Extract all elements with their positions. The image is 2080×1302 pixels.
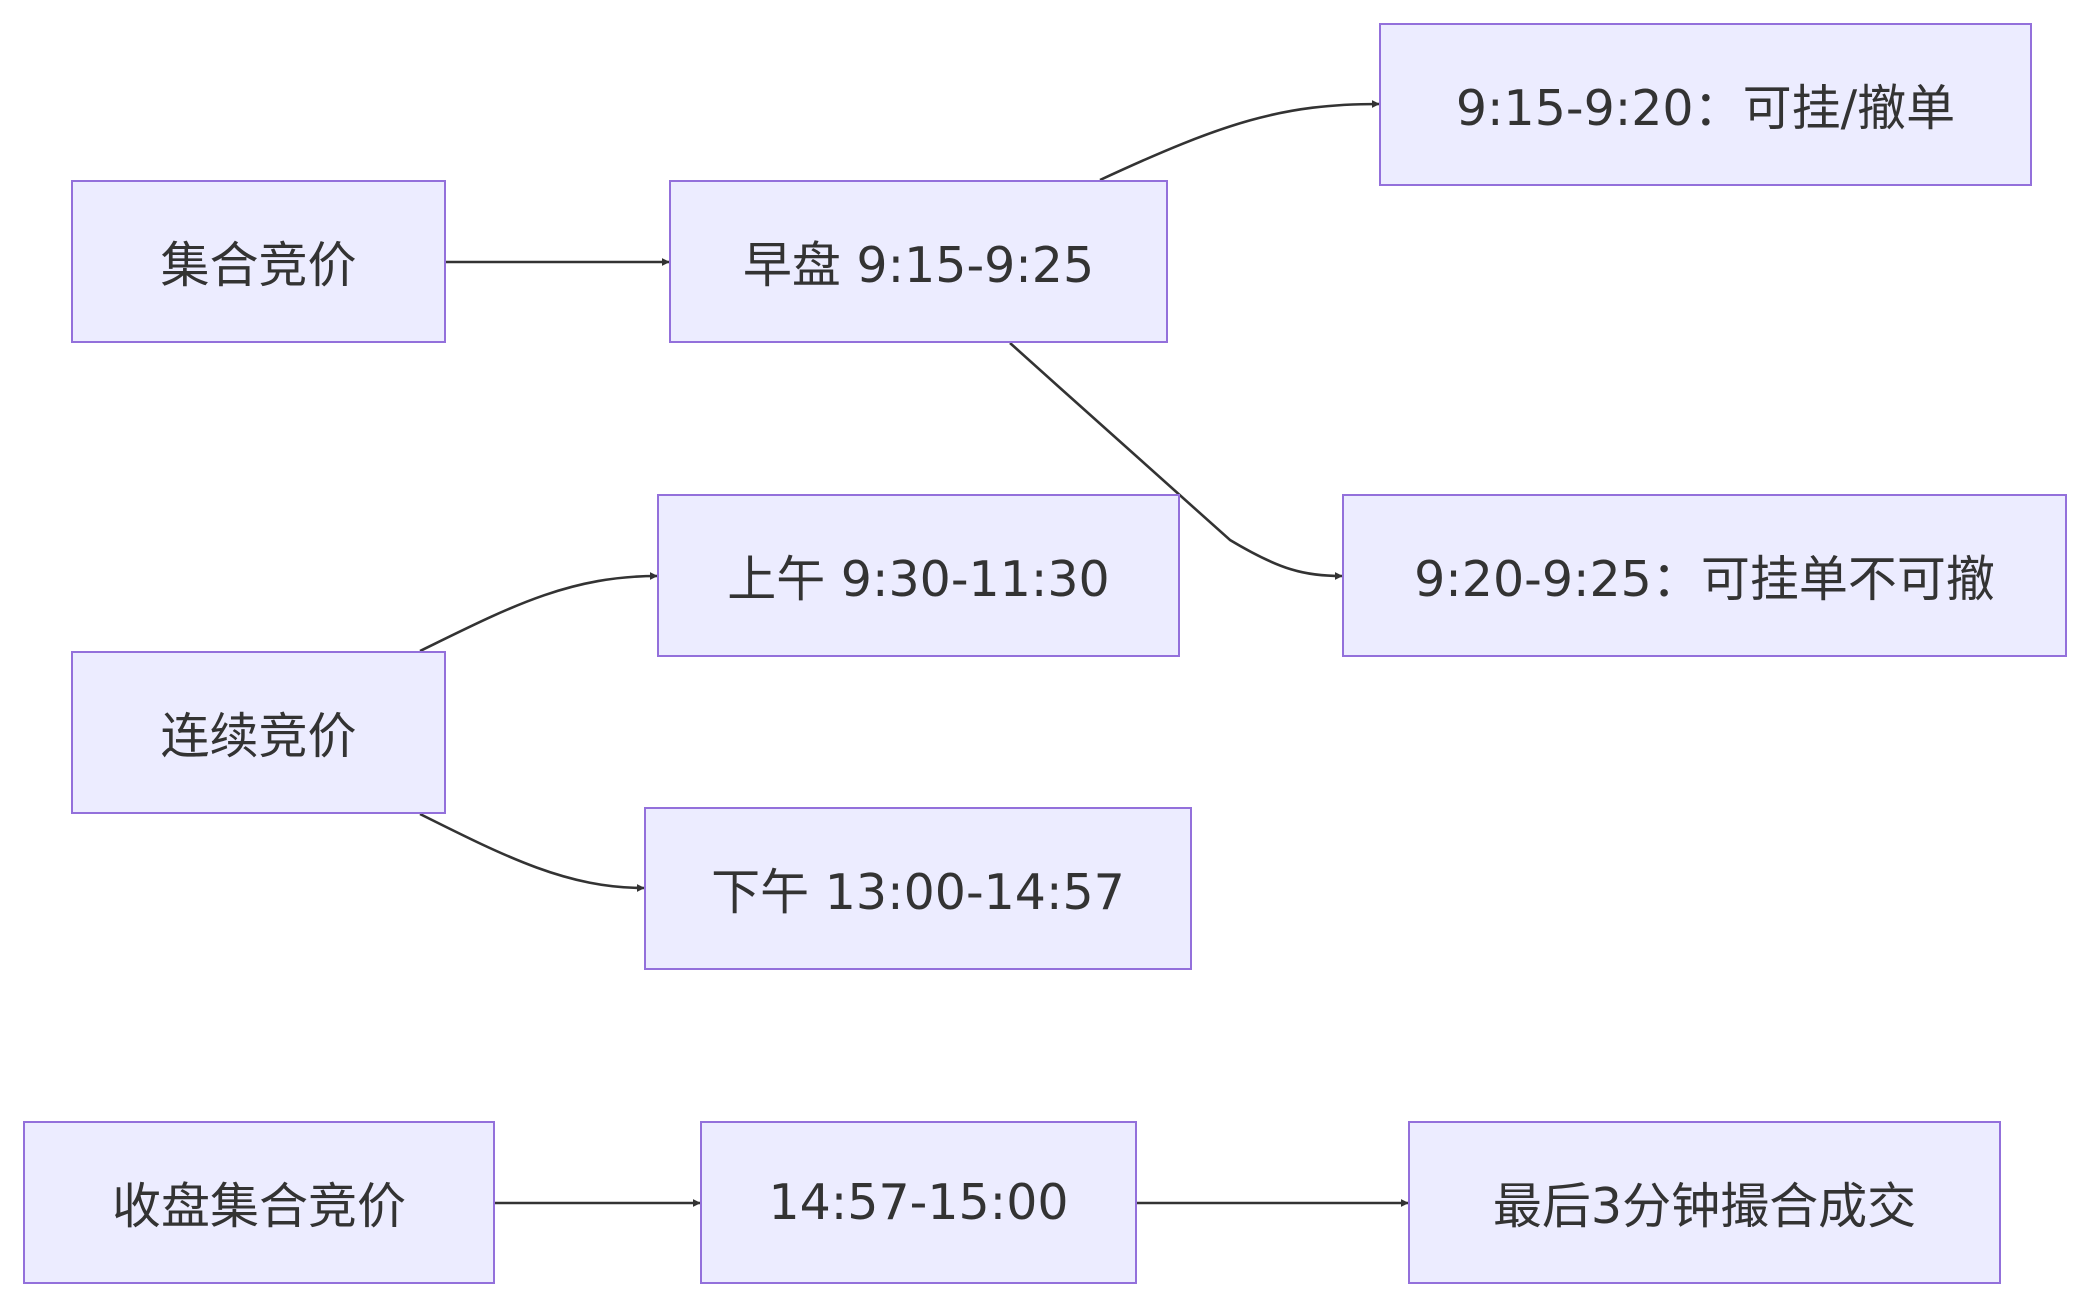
node-am: 上午 9:30-11:30 (657, 494, 1180, 657)
node-closing-time: 14:57-15:00 (700, 1121, 1137, 1284)
edge-continuous-to-pm (419, 812, 645, 892)
node-morning-label: 早盘 9:15-9:25 (742, 237, 1095, 294)
node-auction: 集合竞价 (71, 180, 446, 343)
node-continuous-label: 连续竞价 (160, 708, 357, 765)
node-m-nocancel-label: 9:20-9:25：可挂单不可撤 (1414, 551, 1995, 608)
node-continuous: 连续竞价 (71, 651, 446, 814)
edge-morning-to-m_cancel (1099, 100, 1380, 182)
node-closing-time-label: 14:57-15:00 (768, 1174, 1069, 1231)
node-closing-label: 收盘集合竞价 (111, 1178, 406, 1235)
node-am-label: 上午 9:30-11:30 (727, 551, 1110, 608)
node-last3: 最后3分钟撮合成交 (1408, 1121, 2001, 1284)
edge-morning-to-m_nocancel (1009, 342, 1343, 580)
node-m-cancel-label: 9:15-9:20：可挂/撤单 (1455, 80, 1956, 137)
node-morning: 早盘 9:15-9:25 (669, 180, 1168, 343)
node-m-cancel: 9:15-9:20：可挂/撤单 (1379, 23, 2032, 186)
node-auction-label: 集合竞价 (160, 237, 357, 294)
node-closing: 收盘集合竞价 (23, 1121, 495, 1284)
node-last3-label: 最后3分钟撮合成交 (1492, 1178, 1917, 1235)
node-m-nocancel: 9:20-9:25：可挂单不可撤 (1342, 494, 2067, 657)
edge-continuous-to-am (419, 572, 658, 653)
node-pm-label: 下午 13:00-14:57 (711, 864, 1125, 921)
node-pm: 下午 13:00-14:57 (644, 807, 1192, 970)
